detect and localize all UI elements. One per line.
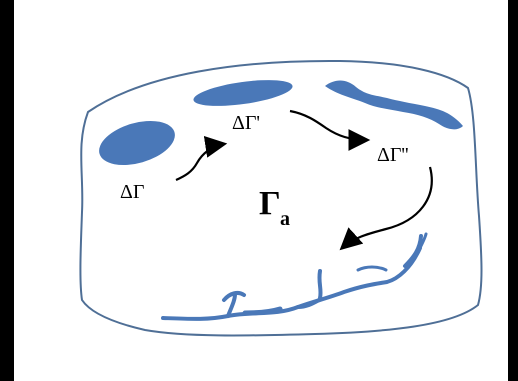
blob-left — [99, 120, 175, 166]
bottom-crack — [161, 232, 428, 321]
label-delta-gamma-double-prime: ΔΓ'' — [377, 144, 409, 166]
arrow-3 — [339, 166, 433, 251]
blob-right — [325, 80, 463, 130]
label-delta-gamma: ΔΓ — [120, 181, 144, 203]
label-gamma-main: Γ — [259, 185, 281, 222]
label-gamma-subscript: a — [280, 208, 290, 230]
arrow-2 — [289, 109, 371, 151]
arrow-1 — [175, 135, 228, 182]
blob-top — [193, 80, 293, 106]
outer-outline — [79, 59, 483, 337]
label-delta-gamma-prime: ΔΓ' — [232, 112, 260, 134]
